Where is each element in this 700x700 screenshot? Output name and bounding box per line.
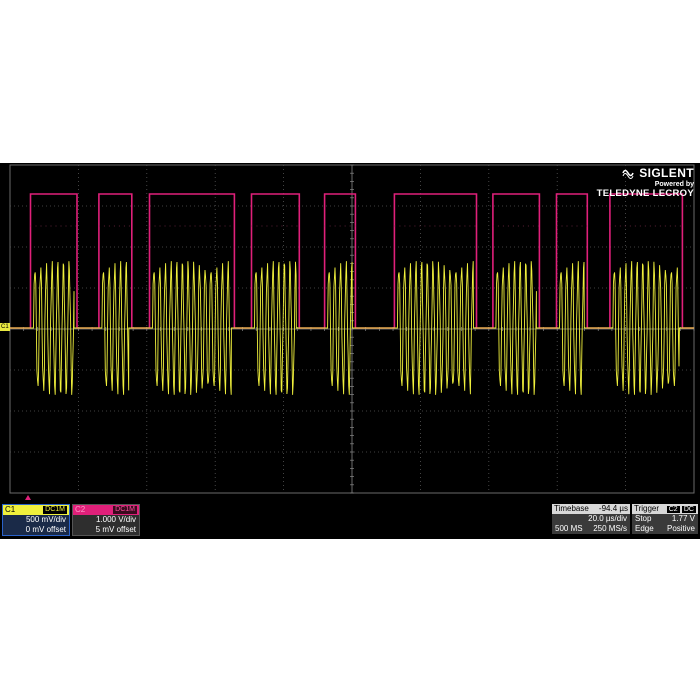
channel1-waveform (10, 261, 694, 395)
powered-by-text: Powered by (654, 181, 694, 188)
channel2-trace (10, 193, 694, 329)
trigger-panel[interactable]: Trigger C2 DC Stop 1.77 V Edge Positive (632, 504, 698, 534)
timebase-delay: -94.4 µs (598, 504, 628, 513)
brand-logo-block: SIGLENT Powered by TELEDYNE LECROY (597, 167, 694, 199)
channel1-scale: 500 mV/div (25, 515, 66, 524)
corporate-name: TELEDYNE LECROY (596, 188, 694, 199)
trigger-header: Trigger C2 DC (632, 504, 698, 514)
timebase-memory: 500 MS (555, 524, 583, 533)
channel1-header: C1 DC1M (3, 505, 69, 515)
timebase-title: Timebase (554, 504, 589, 513)
channel2-waveform (10, 193, 694, 329)
channel1-label: C1 (5, 505, 16, 514)
waveform-grid (9, 164, 695, 494)
timebase-header: Timebase -94.4 µs (552, 504, 630, 514)
channel2-scale: 1.000 V/div (95, 515, 136, 524)
trigger-title: Trigger (634, 504, 660, 513)
channel1-trace (10, 261, 694, 395)
trigger-type: Edge (635, 524, 654, 533)
channel1-coupling: DC1M (43, 506, 67, 514)
trigger-mode: Stop (635, 514, 652, 523)
trigger-level: 1.77 V (671, 514, 695, 523)
channel2-coupling: DC1M (113, 506, 137, 514)
trigger-source: C2 (666, 506, 680, 513)
channel1-offset-marker[interactable]: C1 (0, 323, 10, 331)
trigger-coupling: DC (681, 506, 696, 513)
timebase-scale: 20.0 µs/div (588, 514, 627, 523)
channel1-offset: 0 mV offset (25, 525, 66, 534)
trigger-slope: Positive (666, 524, 695, 533)
channel2-settings-panel[interactable]: C2 DC1M 1.000 V/div 5 mV offset (72, 504, 140, 536)
graticule (9, 164, 695, 494)
brand-name: SIGLENT (639, 166, 694, 180)
channel2-offset: 5 mV offset (95, 525, 136, 534)
channel2-label: C2 (75, 505, 86, 514)
channel1-settings-panel[interactable]: C1 DC1M 500 mV/div 0 mV offset (2, 504, 70, 536)
siglent-swirl-icon (622, 169, 634, 179)
timebase-panel[interactable]: Timebase -94.4 µs 20.0 µs/div 500 MS 250… (552, 504, 630, 534)
channel2-header: C2 DC1M (73, 505, 139, 515)
timebase-sample-rate: 250 MS/s (593, 524, 627, 533)
trigger-position-marker[interactable] (25, 495, 31, 500)
oscilloscope-display: SIGLENT Powered by TELEDYNE LECROY C1 C1… (0, 163, 700, 539)
